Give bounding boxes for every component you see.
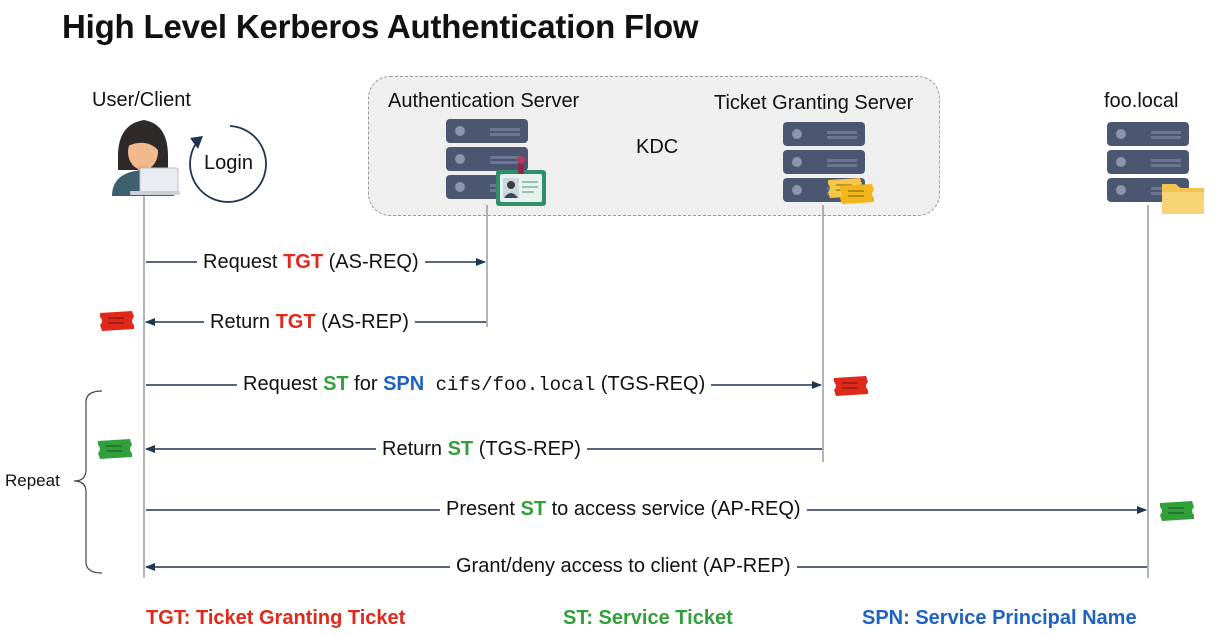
- authentication-server-icon: [446, 119, 546, 206]
- authentication-server-label: Authentication Server: [388, 90, 580, 112]
- ticket-granting-server-label: Ticket Granting Server: [714, 92, 914, 114]
- user-client-icon: [112, 120, 180, 196]
- msg3-label: Request ST for SPN cifs/foo.local (TGS-R…: [237, 373, 712, 396]
- login-label: Login: [204, 152, 253, 174]
- legend-st: ST: Service Ticket: [563, 607, 733, 629]
- msg4-label: Return ST (TGS-REP): [376, 438, 587, 461]
- repeat-bracket: [73, 390, 103, 574]
- msg1-label: Request TGT (AS-REQ): [197, 251, 425, 274]
- legend-spn: SPN: Service Principal Name: [862, 607, 1137, 629]
- tgt-ticket-at-tgs-icon: [834, 376, 868, 396]
- page-title: High Level Kerberos Authentication Flow: [62, 8, 699, 45]
- login-cycle-icon: [189, 125, 267, 203]
- legend-tgt: TGT: Ticket Granting Ticket: [146, 607, 406, 629]
- repeat-label: Repeat: [5, 471, 60, 490]
- msg6-label: Grant/deny access to client (AP-REP): [450, 555, 797, 578]
- st-ticket-icon: [98, 439, 132, 459]
- ticket-granting-server-icon: [783, 122, 874, 204]
- st-ticket-at-service-icon: [1160, 501, 1194, 521]
- msg5-label: Present ST to access service (AP-REQ): [440, 498, 807, 521]
- kdc-label: KDC: [636, 136, 679, 158]
- service-label: foo.local: [1104, 90, 1179, 112]
- msg2-label: Return TGT (AS-REP): [204, 311, 415, 334]
- client-label: User/Client: [92, 89, 191, 111]
- foo-local-server-icon: [1107, 122, 1204, 214]
- tgt-ticket-icon: [100, 311, 134, 331]
